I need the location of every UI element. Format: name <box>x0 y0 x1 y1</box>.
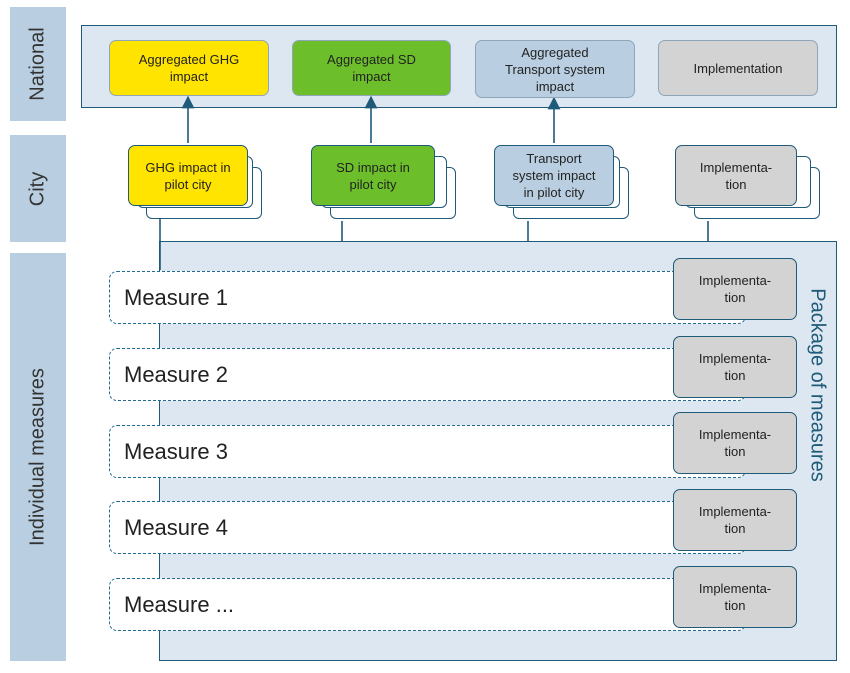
measure-implementation-box: Implementa- tion <box>673 566 797 628</box>
measure-row: Measure 1 <box>109 271 746 324</box>
national-implementation-label: Implementation <box>693 60 783 76</box>
national-sd-box: Aggregated SD impact <box>292 40 451 96</box>
city-band-label: City <box>26 171 49 206</box>
measure-label: Measure 1 <box>124 284 228 310</box>
city-band: City <box>10 135 66 242</box>
measure-implementation-box: Implementa- tion <box>673 489 797 551</box>
individual-measures-band-label: Individual measures <box>26 368 49 546</box>
city-implementation-label: Implementa- tion <box>699 159 773 192</box>
national-band-label: National <box>26 27 49 101</box>
measure-implementation-box: Implementa- tion <box>673 412 797 474</box>
measure-row: Measure 4 <box>109 501 746 554</box>
city-implementation-box: Implementa- tion <box>675 145 797 206</box>
measure-implementation-label: Implementa- tion <box>698 427 772 459</box>
measure-implementation-label: Implementa- tion <box>698 273 772 305</box>
measure-implementation-label: Implementa- tion <box>698 504 772 536</box>
national-implementation-box: Implementation <box>658 40 818 96</box>
measure-label: Measure ... <box>124 591 235 617</box>
package-of-measures-label: Package of measures <box>806 288 829 482</box>
measure-label: Measure 4 <box>124 514 228 540</box>
measure-implementation-box: Implementa- tion <box>673 336 797 398</box>
national-band: National <box>10 7 66 121</box>
city-sd-label: SD impact in pilot city <box>336 159 410 192</box>
city-transport-label: Transport system impact in pilot city <box>512 151 596 200</box>
measure-row: Measure 3 <box>109 425 746 478</box>
measure-row: Measure ... <box>109 578 746 631</box>
national-ghg-box: Aggregated GHG impact <box>109 40 269 96</box>
measure-row: Measure 2 <box>109 348 746 401</box>
measure-label: Measure 2 <box>124 361 228 387</box>
city-ghg-label: GHG impact in pilot city <box>145 159 231 192</box>
city-transport-box: Transport system impact in pilot city <box>494 145 614 206</box>
measure-label: Measure 3 <box>124 438 228 464</box>
city-sd-box: SD impact in pilot city <box>311 145 435 206</box>
measure-implementation-label: Implementa- tion <box>698 581 772 613</box>
measure-implementation-label: Implementa- tion <box>698 351 772 383</box>
national-sd-label: Aggregated SD impact <box>327 52 416 84</box>
national-ghg-label: Aggregated GHG impact <box>138 52 240 84</box>
national-transport-label: Aggregated Transport system impact <box>505 44 605 94</box>
national-transport-box: Aggregated Transport system impact <box>475 40 635 98</box>
individual-measures-band: Individual measures <box>10 253 66 661</box>
measure-implementation-box: Implementa- tion <box>673 258 797 320</box>
city-ghg-box: GHG impact in pilot city <box>128 145 248 206</box>
